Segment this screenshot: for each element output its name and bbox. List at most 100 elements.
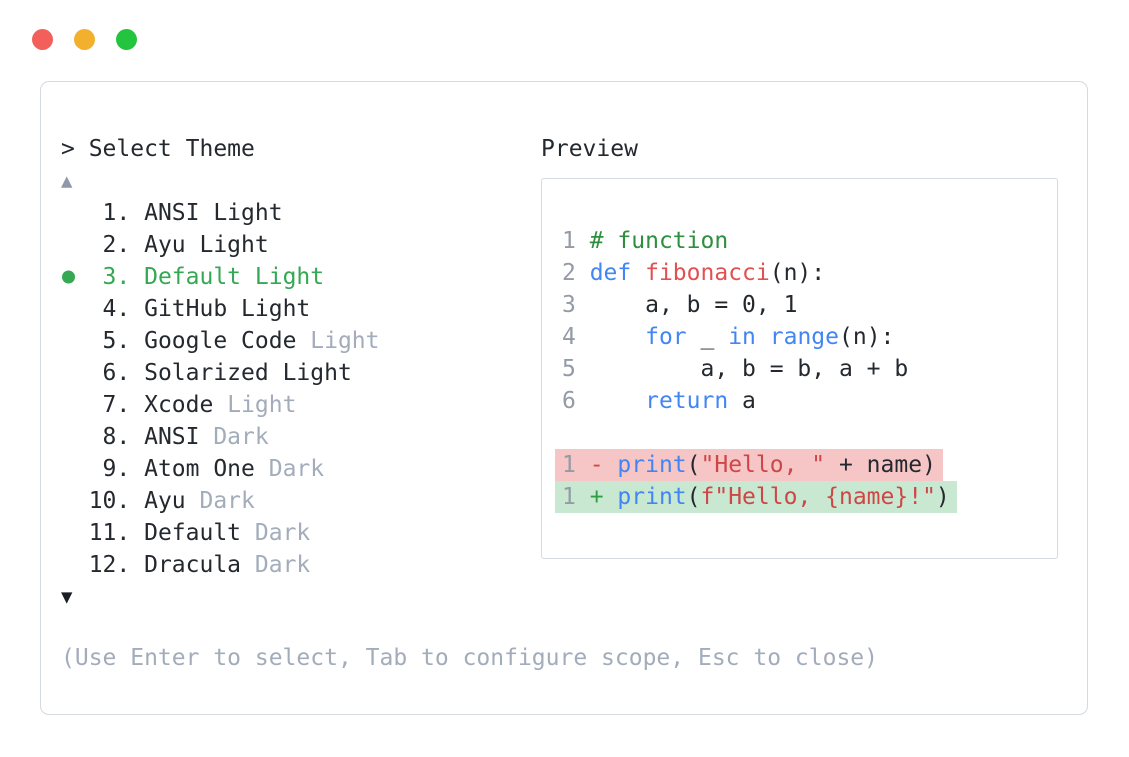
source-line: 3 a, b = 0, 1 [555,289,804,321]
minimize-button[interactable] [74,29,95,50]
theme-item-9[interactable]: 9. Atom One Dark [61,453,541,485]
theme-item-number: 9. [61,456,145,482]
token-kw: print [617,452,687,478]
theme-item-label: ANSI Light [144,200,283,226]
window-controls [32,29,137,50]
theme-item-variant: Dark [254,456,325,482]
token-fn: fibonacci [645,260,770,286]
theme-item-5[interactable]: 5. Google Code Light [61,325,541,357]
theme-item-label: Dracula [144,552,242,578]
preview-label: Preview [541,136,638,162]
theme-item-12[interactable]: 12. Dracula Dark [61,549,541,581]
theme-selector-panel: > Select Theme ▲ 1. ANSI Light 2. Ayu Li… [40,81,1088,715]
theme-item-label: Atom One [144,456,255,482]
token-plain [590,324,645,350]
line-number: 4 [562,324,590,350]
line-number: 1 [562,452,590,478]
code-line: 5 a, b = b, a + b [562,353,1057,385]
theme-item-3[interactable]: 3. Default Light [61,261,541,293]
theme-item-label: Ayu [144,488,186,514]
token-plain: + name) [825,452,936,478]
line-number: 3 [562,292,590,318]
line-number: 1 [562,484,590,510]
panel-columns: > Select Theme ▲ 1. ANSI Light 2. Ayu Li… [61,133,1067,613]
theme-item-1[interactable]: 1. ANSI Light [61,197,541,229]
token-kw: print [617,484,687,510]
theme-item-2[interactable]: 2. Ayu Light [61,229,541,261]
selected-dot-icon [62,270,75,284]
code-line: 3 a, b = 0, 1 [562,289,1057,321]
code-line [562,417,1057,449]
theme-item-variant: Dark [185,488,255,514]
theme-item-7[interactable]: 7. Xcode Light [61,389,541,421]
token-plain: _ [686,324,729,350]
code-line: 2 def fibonacci(n): [562,257,1057,289]
diff-del-line: 1 - print("Hello, " + name) [555,449,943,481]
source-line: 5 a, b = b, a + b [555,353,915,385]
theme-item-label: Default [144,520,242,546]
source-line: 6 return a [555,385,763,417]
theme-item-number: 12. [61,552,145,578]
theme-item-variant: Dark [199,424,269,450]
token-plain: ( [686,452,701,478]
theme-item-label: ANSI [144,424,200,450]
token-comment: # function [589,228,729,254]
token-plus: + [589,484,618,510]
code-line: 4 for _ in range(n): [562,321,1057,353]
theme-item-label: Solarized Light [144,360,352,386]
token-plain: ( [686,484,701,510]
token-kw: for [645,324,687,350]
token-minus: - [589,452,618,478]
theme-item-6[interactable]: 6. Solarized Light [61,357,541,389]
theme-item-number: 6. [61,360,145,386]
source-line: 2 def fibonacci(n): [555,257,832,289]
theme-item-number: 11. [61,520,145,546]
theme-item-11[interactable]: 11. Default Dark [61,517,541,549]
theme-item-number: 1. [61,200,145,226]
close-button[interactable] [32,29,53,50]
theme-item-number: 2. [61,232,145,258]
theme-item-variant: Dark [241,552,311,578]
line-number: 6 [562,388,590,414]
theme-item-number: 8. [61,424,145,450]
code-line: 1 # function [562,225,1057,257]
line-number: 5 [562,356,590,382]
token-kw: range [769,324,839,350]
token-plain: a, b = b, a + b [589,356,909,382]
theme-list: > Select Theme ▲ 1. ANSI Light 2. Ayu Li… [61,133,541,613]
code-line: 1 + print(f"Hello, {name}!") [555,481,1057,513]
code-line: 6 return a [562,385,1057,417]
scroll-down-icon[interactable]: ▼ [61,586,73,608]
theme-items-container: 1. ANSI Light 2. Ayu Light 3. Default Li… [61,197,541,581]
theme-item-label: Ayu Light [144,232,269,258]
select-theme-header: > Select Theme [61,136,255,162]
scroll-up-icon[interactable]: ▲ [61,170,73,192]
token-str: "Hello, " [700,452,826,478]
theme-item-10[interactable]: 10. Ayu Dark [61,485,541,517]
theme-item-number: 10. [61,488,145,514]
token-plain [631,260,645,286]
token-kw: in [728,324,756,350]
token-plain [590,388,645,414]
theme-item-variant: Light [296,328,380,354]
token-plain: a, b = 0, 1 [589,292,798,318]
theme-item-variant: Light [213,392,297,418]
theme-item-label: Xcode [144,392,214,418]
theme-item-8[interactable]: 8. ANSI Dark [61,421,541,453]
code-line: 1 - print("Hello, " + name) [555,449,1057,481]
theme-item-variant: Dark [241,520,311,546]
source-line: 1 # function [555,225,735,257]
token-kw: def [589,260,632,286]
line-number: 1 [562,228,590,254]
token-plain: (n): [839,324,895,350]
theme-item-4[interactable]: 4. GitHub Light [61,293,541,325]
source-line: 4 for _ in range(n): [555,321,901,353]
token-plain: a [728,388,756,414]
token-kw: return [645,388,729,414]
theme-item-number: 5. [61,328,145,354]
theme-item-number: 3. [61,264,145,290]
maximize-button[interactable] [116,29,137,50]
